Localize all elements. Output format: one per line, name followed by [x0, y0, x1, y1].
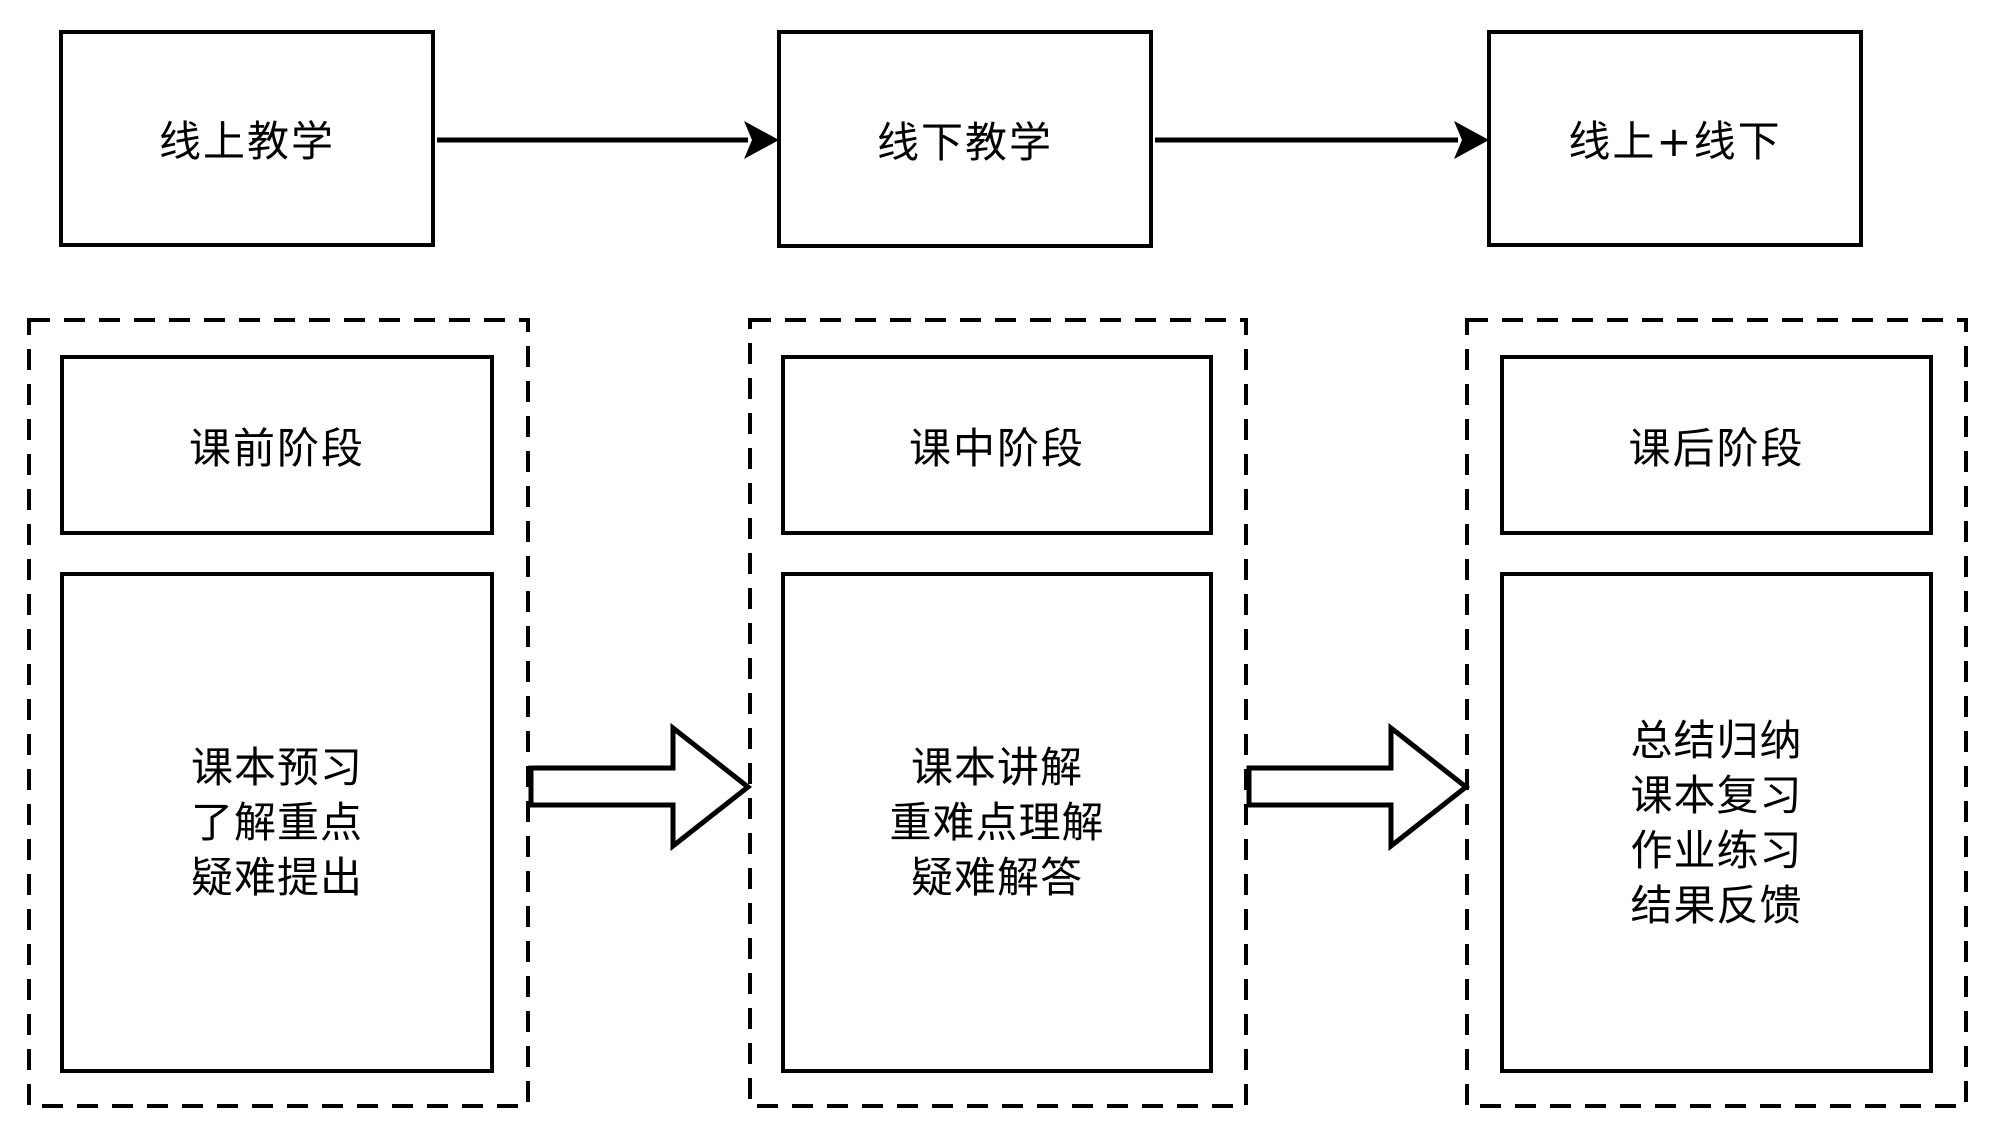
- content-line: 课本讲解: [910, 743, 1083, 792]
- stage-content-box-in-class: 课本讲解 重难点理解 疑难解答: [781, 572, 1213, 1073]
- block-arrow-in-to-post-class-icon: [1246, 722, 1471, 852]
- content-line: 疑难解答: [910, 853, 1083, 902]
- flow-node-online-plus-offline: 线上+线下: [1487, 30, 1863, 247]
- arrowhead-icon: [1454, 121, 1489, 159]
- flow-node-label: 线上教学: [158, 117, 335, 166]
- stage-content-box-post-class: 总结归纳 课本复习 作业练习 结果反馈: [1500, 572, 1933, 1073]
- content-line: 疑难提出: [190, 853, 363, 902]
- content-line: 重难点理解: [889, 798, 1105, 847]
- content-line: 结果反馈: [1630, 880, 1803, 930]
- stage-title: 课后阶段: [1628, 423, 1805, 473]
- content-line: 作业练习: [1630, 825, 1803, 875]
- flow-node-online-teaching: 线上教学: [59, 30, 435, 247]
- stage-title-box-post-class: 课后阶段: [1500, 355, 1933, 535]
- block-arrow-pre-to-in-class-icon: [528, 722, 753, 852]
- stage-content-box-pre-class: 课本预习 了解重点 疑难提出: [60, 572, 494, 1073]
- stage-title-box-pre-class: 课前阶段: [60, 355, 494, 535]
- arrow-offline-to-blended: [1155, 121, 1489, 159]
- content-line: 了解重点: [190, 798, 363, 847]
- content-line: 课本预习: [190, 743, 363, 792]
- arrow-online-to-offline: [437, 121, 779, 159]
- stage-title: 课中阶段: [908, 423, 1085, 473]
- flow-node-label: 线下教学: [876, 117, 1053, 167]
- flow-node-offline-teaching: 线下教学: [777, 30, 1153, 248]
- content-line: 总结归纳: [1630, 715, 1803, 765]
- content-line: 课本复习: [1630, 770, 1803, 820]
- flow-node-label: 线上+线下: [1568, 117, 1782, 166]
- arrowhead-icon: [744, 121, 779, 159]
- stage-title: 课前阶段: [188, 423, 365, 473]
- stage-title-box-in-class: 课中阶段: [781, 355, 1213, 535]
